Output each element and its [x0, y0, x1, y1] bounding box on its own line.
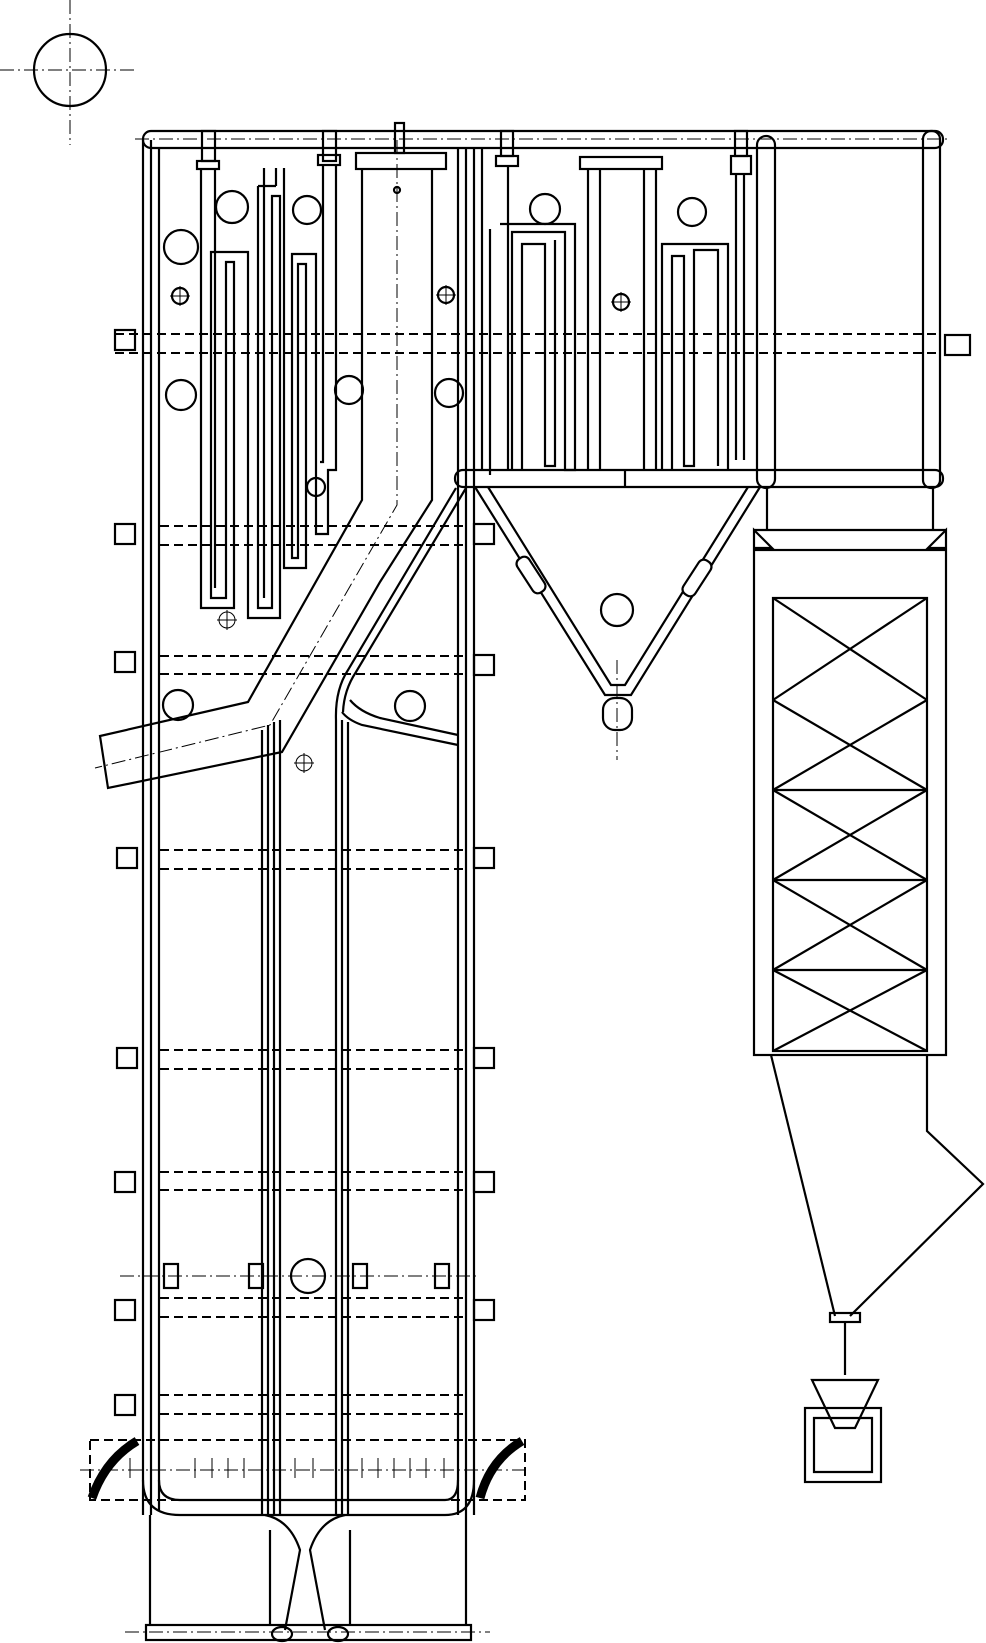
circle-marker-icon	[161, 688, 195, 722]
collector-box	[803, 1406, 883, 1484]
furnace-wall-left	[141, 140, 161, 1515]
centerline-circle-icon	[32, 32, 108, 108]
dust-collector	[769, 1054, 985, 1484]
flue-top-flange	[354, 151, 448, 171]
circle-marker-icon	[599, 592, 635, 628]
division-tubes	[260, 720, 350, 1515]
hopper-valve-right	[681, 558, 713, 598]
circle-marker-icon	[393, 689, 427, 723]
burner-right	[475, 1437, 525, 1500]
observation-ports	[120, 1257, 480, 1295]
circle-marker-icon	[676, 196, 708, 228]
pendant-coils-right	[488, 129, 753, 475]
ash-hopper	[474, 486, 761, 760]
circle-marker-icon	[291, 194, 323, 226]
circle-marker-icon	[333, 374, 365, 406]
bent-transfer-tubes	[334, 487, 467, 747]
furnace-bottom	[125, 1479, 490, 1643]
circle-marker-icon	[305, 476, 327, 498]
central-flue	[94, 121, 448, 790]
furnace-wall-right	[456, 148, 476, 1515]
circle-marker-icon	[433, 377, 465, 409]
air-heater-casing	[752, 548, 948, 1057]
second-pass-bottom-header	[453, 468, 945, 489]
second-pass-casing	[453, 129, 972, 490]
port-markers	[161, 189, 708, 773]
pendant-coils-left	[195, 129, 342, 620]
circle-marker-icon	[528, 192, 562, 226]
circle-marker-icon	[162, 228, 200, 266]
bottom-drain-right	[326, 1625, 350, 1643]
buckstays	[113, 328, 940, 1417]
circle-marker-icon	[164, 378, 198, 412]
side-nozzle-right	[943, 333, 972, 357]
coil-support-beam	[578, 155, 664, 171]
bottom-drain-left	[270, 1625, 294, 1643]
reference-centerline-mark	[0, 0, 135, 145]
circle-marker-icon	[214, 189, 250, 225]
circle-marker-icon	[289, 1257, 327, 1295]
burner-left	[87, 1437, 140, 1500]
hopper-valve-left	[515, 555, 547, 595]
air-heater-column	[752, 487, 948, 1057]
burner-zone	[80, 1437, 530, 1501]
top-header-pipe	[135, 129, 950, 150]
